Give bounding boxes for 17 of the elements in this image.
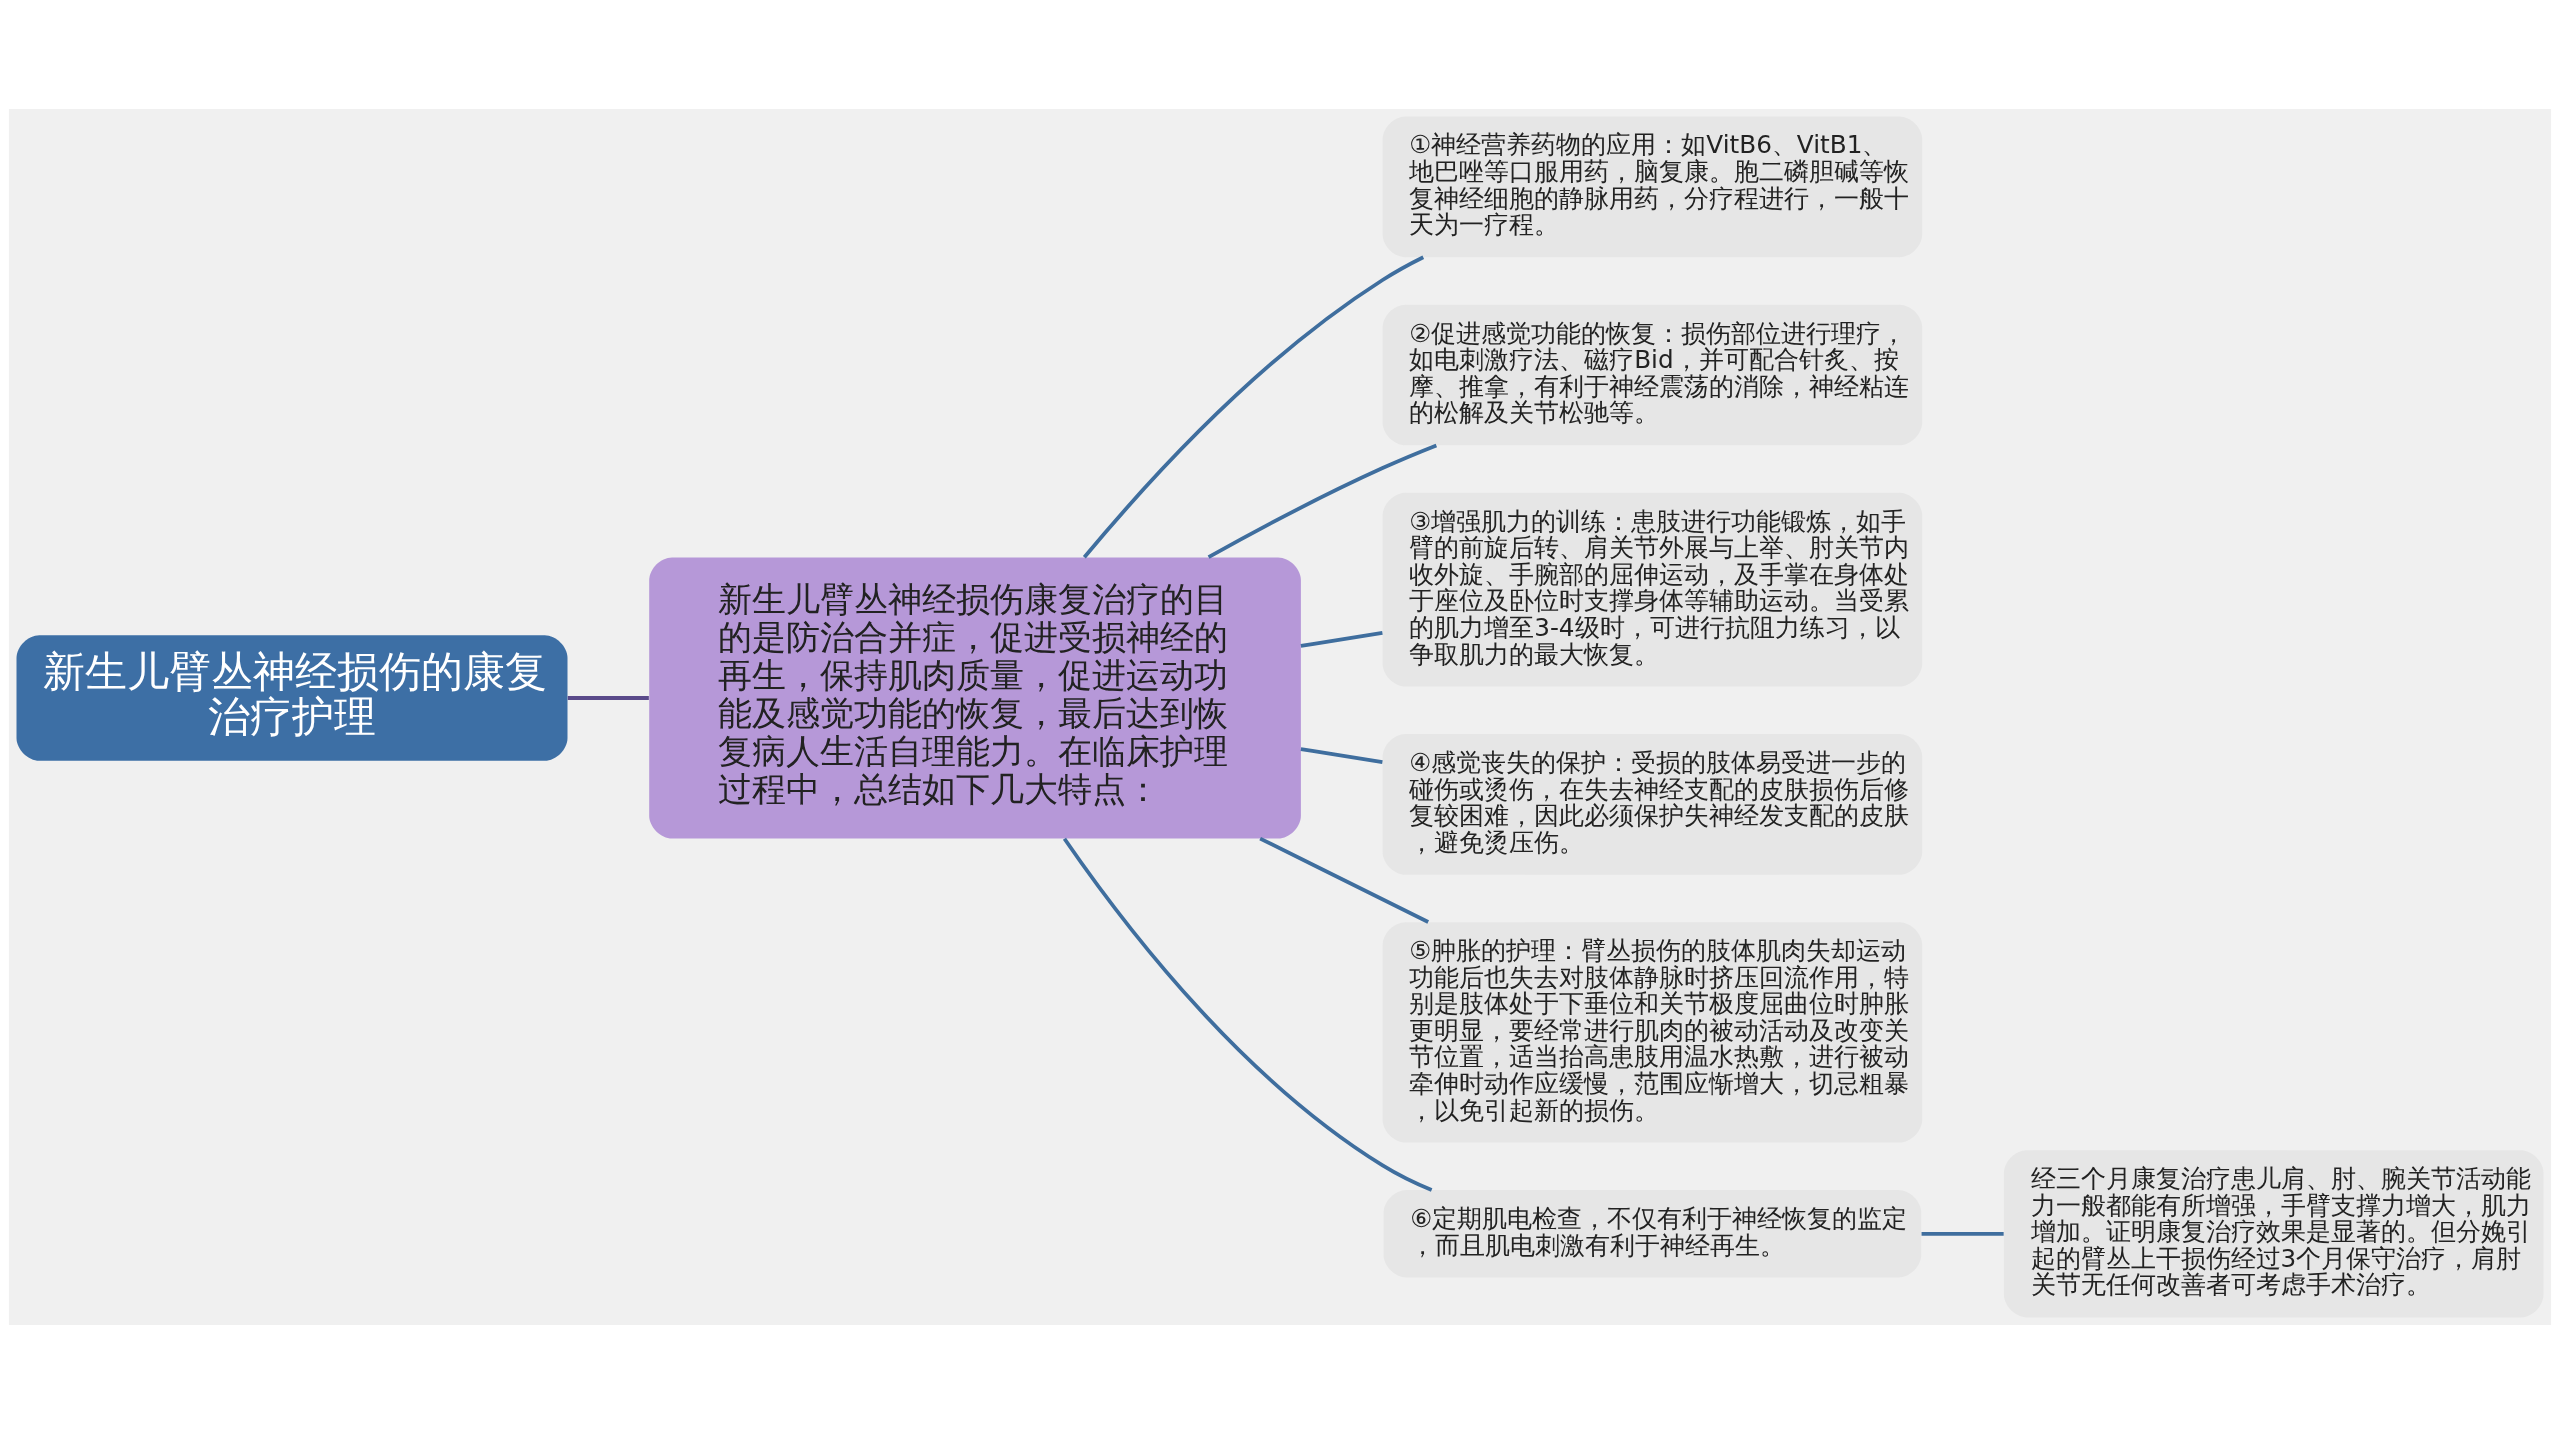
connector xyxy=(1300,630,1383,648)
connector xyxy=(1921,1231,2004,1236)
connector xyxy=(1259,836,1430,924)
connector xyxy=(1062,837,1433,1192)
node-box: 经三个月康复治疗患儿肩、肘、腕关节活动能力一般都能有所增强，手臂支撑力增大，肌力增加。证明康复治疗效果是显著的。但分娩引起的臂丛上干损伤经过3个月保守治疗，肩肘关节无任何改善者可考虑手术治疗。 xyxy=(2003,1150,2544,1318)
node-box: ①神经营养药物的应用：如VitB6、VitB1、地巴唑等口服用药，脑复康。胞二磷胆碱等恢复神经细胞的静脉用药，分疗程进行，一般十天为一疗程。 xyxy=(1382,116,1923,258)
connector xyxy=(567,696,649,700)
node-box: ⑥定期肌电检查，不仅有利于神经恢复的监定，而且肌电刺激有利于神经再生。 xyxy=(1383,1190,1922,1278)
connector xyxy=(1300,747,1383,764)
connector xyxy=(1207,443,1438,559)
node-box: ④感觉丧失的保护：受损的肢体易受进一步的碰伤或烫伤，在失去神经支配的皮肤损伤后修复较困难，因此必须保护失神经发支配的皮肤，避免烫压伤。 xyxy=(1382,734,1923,875)
node-box: 新生儿臂丛神经损伤康复治疗的目的是防治合并症，促进受损神经的再生，保持肌肉质量，促进运动功能及感觉功能的恢复，最后达到恢复病人生活自理能力。在临床护理过程中，总结如下几大特点： xyxy=(649,557,1301,839)
node-box: ⑤肿胀的护理：臂丛损伤的肢体肌肉失却运动功能后也失去对肢体静脉时挤压回流作用，特别是肢体处于下垂位和关节极度屈曲位时肿胀更明显，要经常进行肌肉的被动活动及改变关节位置，适当抬高患肢用温水热敷，进行被动牵伸时动作应缓慢，范围应惭增大，切忌粗暴，以免引起新的损伤。 xyxy=(1382,922,1923,1143)
node-box: 新生儿臂丛神经损伤的康复治疗护理 xyxy=(16,635,568,761)
node-box: ③增强肌力的训练：患肢进行功能锻炼，如手臂的前旋后转、肩关节外展与上举、肘关节内收外旋、手腕部的屈伸运动，及手掌在身体处于座位及卧位时支撑身体等辅助运动。当受累的肌力增至3-4级时，可进行抗阻力练习，以争取肌力的最大恢复。 xyxy=(1382,492,1923,687)
node-box: ②促进感觉功能的恢复：损伤部位进行理疗，如电刺激疗法、磁疗Bid，并可配合针炙、按摩、推拿，有利于神经震荡的消除，神经粘连的松解及关节松驰等。 xyxy=(1382,304,1923,446)
connector xyxy=(1082,255,1425,559)
